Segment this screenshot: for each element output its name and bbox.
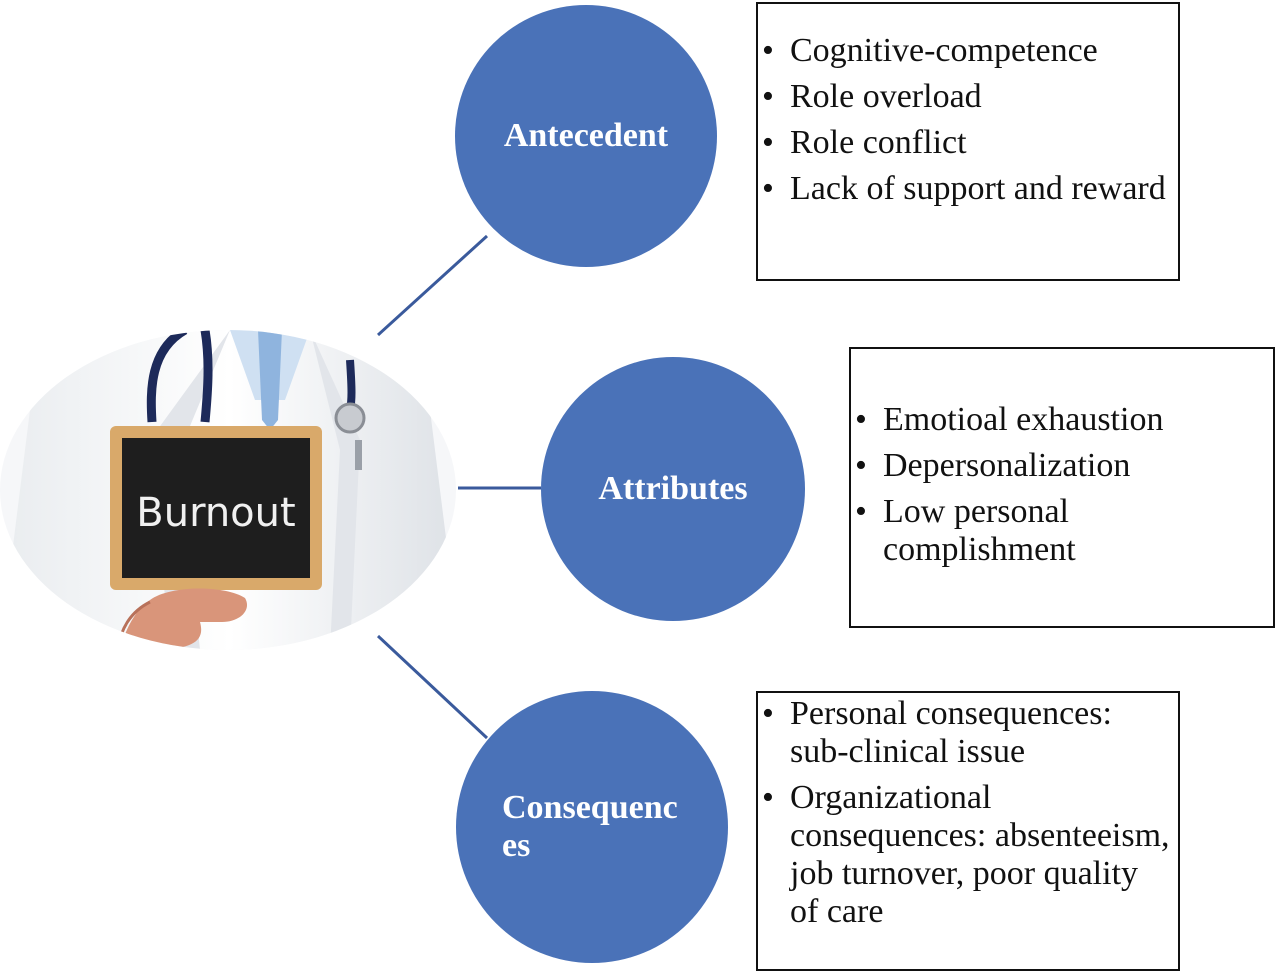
burnout-sign-text: Burnout (136, 490, 295, 536)
attributes-node: Attributes (541, 357, 805, 621)
antecedent-box: Cognitive-competence Role overload Role … (756, 2, 1180, 281)
list-item: Role overload (762, 78, 1172, 116)
list-item: Emotioal exhaustion (855, 401, 1267, 439)
list-item: Role conflict (762, 124, 1172, 162)
list-item: Low personal complishment (855, 493, 1267, 569)
consequences-list: Personal consequences: sub-clinical issu… (762, 695, 1172, 931)
list-item: Personal consequences: sub-clinical issu… (762, 695, 1172, 771)
list-item: Cognitive-competence (762, 32, 1172, 70)
burnout-photo: Burnout (0, 330, 456, 650)
consequences-node: Consequences (456, 691, 728, 963)
list-item: Organizational consequences: absenteeism… (762, 779, 1172, 931)
antecedent-list: Cognitive-competence Role overload Role … (762, 32, 1172, 208)
list-item: Depersonalization (855, 447, 1267, 485)
attributes-label: Attributes (598, 470, 748, 507)
antecedent-label: Antecedent (503, 117, 669, 154)
antecedent-node: Antecedent (455, 5, 717, 267)
attributes-box: Emotioal exhaustion Depersonalization Lo… (849, 347, 1275, 628)
list-item: Lack of support and reward (762, 170, 1172, 208)
consequences-label: Consequences (502, 789, 678, 864)
connector-antecedent (376, 234, 489, 337)
attributes-list: Emotioal exhaustion Depersonalization Lo… (855, 401, 1267, 569)
connector-consequences (376, 634, 489, 740)
consequences-box: Personal consequences: sub-clinical issu… (756, 691, 1180, 971)
